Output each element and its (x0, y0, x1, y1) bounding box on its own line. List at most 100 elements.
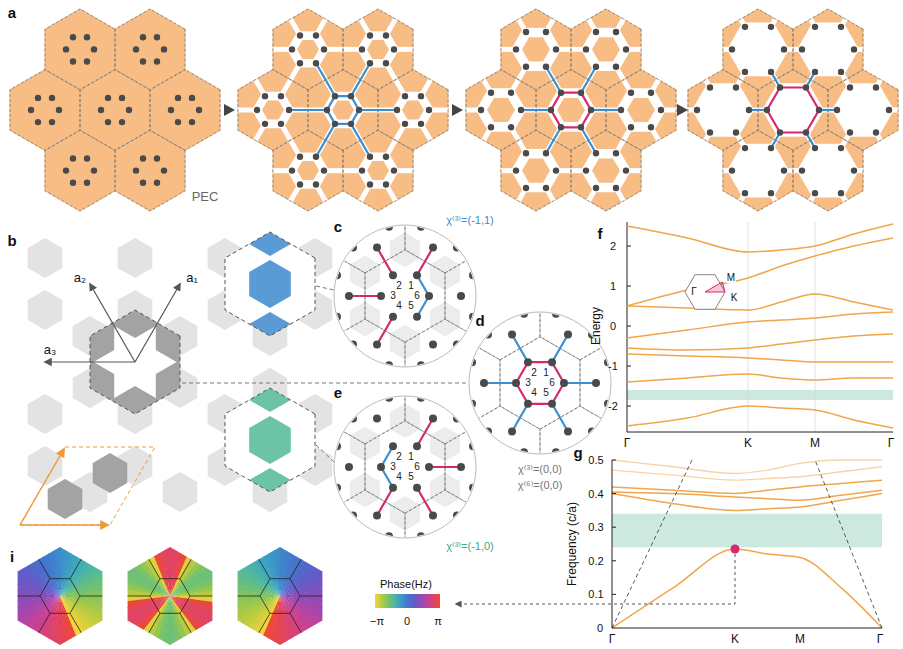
phase-maps (237, 596, 260, 597)
site-number: 5 (408, 472, 414, 482)
lattice-panel (367, 32, 373, 38)
zoom-view (429, 415, 437, 423)
panel-letter: a (8, 5, 16, 20)
lattice-panel (521, 109, 551, 111)
lattice-panel (523, 63, 529, 69)
phase-maps (70, 559, 82, 579)
figure-label: 0.4 (588, 489, 603, 500)
lattice-panel (658, 107, 664, 113)
lattice-panel (627, 98, 655, 122)
lattice-panel (287, 152, 329, 188)
zoom-view (429, 466, 461, 468)
lattice-panel (49, 95, 55, 101)
zoom-view (425, 463, 433, 471)
lattice-panel (557, 98, 585, 122)
zoom-view (524, 358, 532, 366)
zoom-view (470, 404, 499, 438)
lattice-panel (571, 8, 642, 90)
zoom-view (413, 484, 421, 492)
zoom-view (270, 427, 299, 461)
lattice-sketch (45, 361, 135, 362)
lattice-panel (501, 130, 571, 211)
lattice-panel (391, 46, 397, 52)
lattice-panel (63, 46, 69, 52)
zoom-view (628, 400, 636, 408)
phase-maps (280, 595, 350, 605)
zoom-view (469, 271, 477, 279)
lattice-panel (45, 130, 116, 212)
zoom-view (552, 404, 568, 432)
lattice-panel (418, 93, 424, 99)
band-structure (748, 222, 749, 432)
lattice-panel (523, 185, 529, 191)
lattice-panel (838, 24, 844, 30)
zoom-view (373, 511, 381, 519)
zoom-view (484, 331, 492, 339)
phase-maps (149, 613, 161, 633)
lattice-panel (558, 124, 564, 130)
figure-label: -2 (608, 401, 618, 412)
zoom-view (429, 340, 437, 348)
lattice-panel (297, 181, 303, 187)
lattice-panel (648, 89, 654, 95)
photonic-bands (612, 549, 882, 628)
zoom-view (484, 427, 492, 435)
zoom-view (457, 463, 465, 471)
zoom-view (325, 490, 405, 582)
zoom-view (420, 337, 500, 429)
lattice-sketch (249, 364, 291, 516)
lattice-panel (546, 88, 596, 131)
lattice-panel (593, 150, 599, 156)
zoom-view (333, 484, 341, 492)
zoom-view (310, 325, 339, 359)
lattice-panel (254, 107, 260, 113)
lattice-panel (262, 101, 284, 120)
lattice-panel (803, 84, 809, 90)
lattice-panel (758, 70, 828, 151)
lattice-panel (91, 167, 97, 173)
lattice-panel (558, 89, 564, 95)
figure-label: a₃ (43, 343, 58, 356)
lattice-panel (154, 155, 160, 161)
zoom-view (468, 358, 476, 366)
lattice-panel (553, 46, 559, 52)
zoom-view (564, 331, 572, 339)
lattice-panel (508, 124, 514, 130)
lattice-panel (847, 84, 853, 90)
lattice-panel (426, 107, 432, 113)
phase-maps (170, 527, 189, 597)
figure-label: Phase(Hz) (380, 579, 432, 590)
phase-maps (180, 559, 192, 579)
zoom-view (310, 542, 339, 576)
zoom-view (470, 358, 499, 392)
lattice-panel (522, 37, 550, 61)
lattice-sketch (28, 446, 63, 486)
zoom-view (405, 352, 485, 444)
lattice-panel (803, 129, 809, 135)
lattice-panel (546, 67, 561, 93)
figure-label: Γ (877, 633, 884, 645)
zoom-view (377, 488, 393, 516)
zoom-view (548, 400, 556, 408)
lattice-panel (578, 89, 584, 95)
lattice-panel (812, 24, 818, 30)
zoom-view (310, 404, 339, 438)
lattice-panel (343, 130, 414, 212)
lattice-panel (394, 107, 400, 113)
zoom-view (508, 469, 516, 477)
lattice-panel (316, 63, 335, 96)
zoom-view (444, 400, 452, 408)
zoom-view (413, 313, 421, 321)
lattice-panel (175, 119, 181, 125)
lattice-panel (581, 149, 631, 192)
lattice-panel (56, 107, 62, 113)
site-number: 3 (390, 462, 396, 472)
lattice-panel (343, 9, 413, 90)
lattice-panel (793, 9, 863, 90)
zoom-view (429, 373, 437, 381)
lattice-panel (196, 107, 202, 113)
zoom-view (552, 310, 560, 318)
photonic-bands (612, 460, 616, 461)
lattice-panel (289, 167, 295, 173)
